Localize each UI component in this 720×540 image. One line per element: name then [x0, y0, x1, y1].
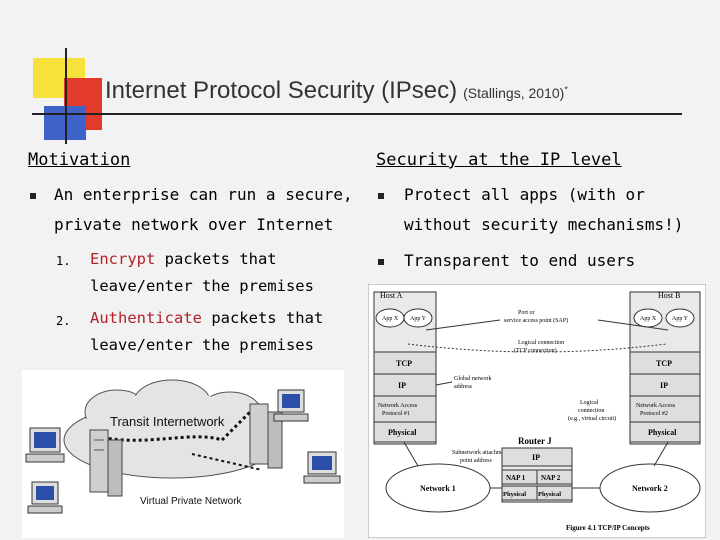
network-1-label: Network 1: [420, 484, 456, 493]
ip-a-label: IP: [398, 381, 406, 390]
subnet-attach-line1: Subnetwork attachment: [452, 450, 509, 456]
port-label-line1: Port or: [518, 310, 535, 316]
ip-b-label: IP: [660, 381, 668, 390]
nap-b-line1: Network Access: [636, 403, 676, 409]
protect-bullet-line2: without security mechanisms!): [404, 215, 684, 234]
security-ip-heading: Security at the IP level: [376, 150, 622, 170]
router-physical-1: Physical: [503, 491, 526, 498]
tcpip-figure: Host A App X App Y TCP IP Network Access…: [368, 284, 706, 538]
tunnel-line: [96, 434, 223, 442]
tunnel-line: [220, 408, 254, 442]
global-addr-line2: address: [454, 384, 473, 390]
bullet-square-icon: [378, 193, 384, 199]
server-icon: [249, 403, 283, 469]
subnet-attach-line2: point address: [460, 458, 492, 464]
global-addr-line1: Global network: [454, 376, 492, 382]
logical-vc-line1: Logical: [580, 400, 599, 406]
motivation-heading: Motivation: [28, 150, 131, 170]
nap1-label: NAP 1: [506, 474, 526, 482]
server-icon: [89, 429, 123, 497]
router-ip-label: IP: [532, 453, 540, 462]
port-label-line2: service access point (SAP): [504, 317, 568, 324]
bullet-square-icon: [378, 259, 384, 265]
protect-bullet-line1: Protect all apps (with or: [404, 185, 645, 204]
list-item-1-line1: Encrypt packets that: [90, 250, 277, 268]
logical-tcp-line: [407, 343, 667, 353]
list-item-2-line2: leave/enter the premises: [90, 336, 314, 354]
bullet-square-icon: [30, 193, 36, 199]
host-b-label: Host B: [658, 291, 680, 300]
transparent-bullet: Transparent to end users: [404, 251, 636, 270]
logical-tcp-line2: (TCP connection): [514, 347, 557, 354]
router-label: Router J: [518, 436, 552, 446]
list-item-2-line1: Authenticate packets that: [90, 309, 324, 327]
keyword-authenticate: Authenticate: [90, 309, 202, 327]
computer-icon: [273, 389, 309, 422]
physical-b-label: Physical: [648, 428, 677, 437]
title-underline-rule: [32, 113, 682, 115]
nap-a-line2: Protocol #1: [382, 411, 410, 417]
computer-icon: [25, 427, 65, 463]
app-x-label: App X: [640, 316, 657, 322]
nap2-label: NAP 2: [541, 474, 561, 482]
logical-vc-line3: (e.g., virtual circuit): [568, 415, 616, 422]
list-number-1: 1.: [56, 254, 71, 268]
motivation-bullet-line1: An enterprise can run a secure,: [54, 185, 353, 204]
computer-icon: [303, 451, 341, 484]
keyword-encrypt: Encrypt: [90, 250, 156, 268]
tcpip-caption: Figure 4.1 TCP/IP Concepts: [566, 524, 650, 532]
slide-title: Internet Protocol Security (IPsec) (Stall…: [105, 77, 568, 105]
physical-a-label: Physical: [388, 428, 417, 437]
slide-title-citation: (Stallings, 2010)*: [463, 84, 568, 101]
app-x-label: App X: [382, 316, 399, 322]
app-y-label: App Y: [672, 316, 689, 322]
vpn-figure: Transit Internetwork Virtual Private Net…: [22, 370, 344, 538]
cloud-label: Transit Internetwork: [110, 414, 225, 429]
tcp-b-label: TCP: [656, 359, 672, 368]
motivation-bullet-line2: private network over Internet: [54, 215, 334, 234]
logical-tcp-line1: Logical connection: [518, 340, 564, 346]
app-y-label: App Y: [410, 316, 427, 322]
network-2-label: Network 2: [632, 484, 668, 493]
nap-b-line2: Protocol #2: [640, 411, 668, 417]
tcp-a-label: TCP: [396, 359, 412, 368]
nap-a-line1: Network Access: [378, 403, 418, 409]
list-item-1-line2: leave/enter the premises: [90, 277, 314, 295]
title-decoration-vertical-line: [65, 48, 67, 144]
list-number-2: 2.: [56, 314, 71, 328]
vpn-caption: Virtual Private Network: [140, 496, 243, 507]
slide-title-text: Internet Protocol Security (IPsec): [105, 77, 458, 104]
host-a-label: Host A: [380, 291, 403, 300]
router-physical-2: Physical: [538, 491, 561, 498]
logical-vc-line2: connection: [578, 408, 604, 414]
computer-icon: [27, 481, 63, 514]
